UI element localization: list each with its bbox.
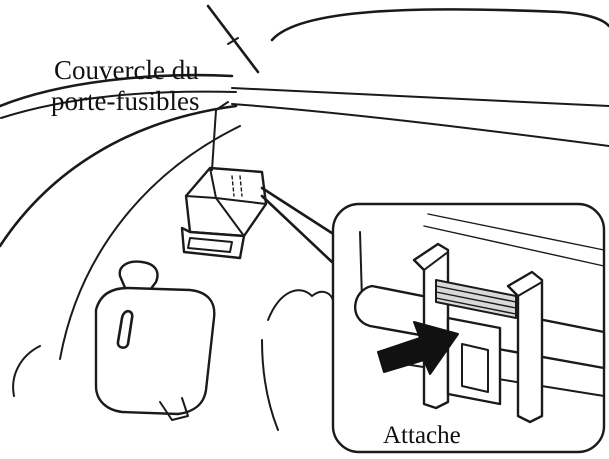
reservoir-handle <box>116 309 134 349</box>
bay-top-edge <box>0 73 234 108</box>
clip-left-arm-top <box>413 251 449 271</box>
fuse-cover-leader <box>211 101 229 171</box>
inset-surface-line-1 <box>427 213 605 251</box>
lower-left-contour <box>12 345 41 397</box>
clip-right-arm-top <box>507 281 543 297</box>
engine-bay-outline <box>0 4 609 397</box>
clip-tab-rib-lines <box>435 285 517 315</box>
fuse-cover-label-line-1: Couvercle du <box>54 55 199 85</box>
washer-reservoir <box>94 260 216 421</box>
cowl-line-lower <box>231 103 609 147</box>
reservoir-outlet <box>159 397 189 421</box>
inset-surface-line-2 <box>423 225 605 267</box>
detail-inset <box>331 202 606 454</box>
hand-outline <box>261 289 337 431</box>
fuse-block-base <box>180 226 246 260</box>
clip-right-arm <box>506 270 544 424</box>
clip-window <box>461 343 489 393</box>
windshield-cowl-curve <box>270 8 609 42</box>
clip-label: Attache <box>381 422 463 449</box>
fender-inner-curve <box>0 104 238 248</box>
inset-edge-left <box>359 231 363 301</box>
push-arrow-icon <box>377 321 459 375</box>
cowl-line-upper <box>231 87 609 107</box>
fuse-cover-front-edge <box>185 195 245 237</box>
hood-edge-line <box>206 4 260 74</box>
bay-top-edge-inner <box>0 90 237 119</box>
fuse-cover-label-line-2: porte-fusibles <box>51 86 200 116</box>
reservoir-body <box>94 286 216 416</box>
callout-line-lower <box>260 194 334 264</box>
hand-left-edge <box>261 339 279 431</box>
fuse-cover-clip-hint <box>231 175 243 197</box>
strut-tower-curve <box>59 125 241 360</box>
clip-body <box>446 316 502 406</box>
hood-edge-tick <box>227 37 239 45</box>
reservoir-cap <box>118 260 159 292</box>
fuse-block-slot <box>187 237 233 253</box>
fuse-block <box>180 166 268 260</box>
hand-knuckles <box>267 289 337 321</box>
